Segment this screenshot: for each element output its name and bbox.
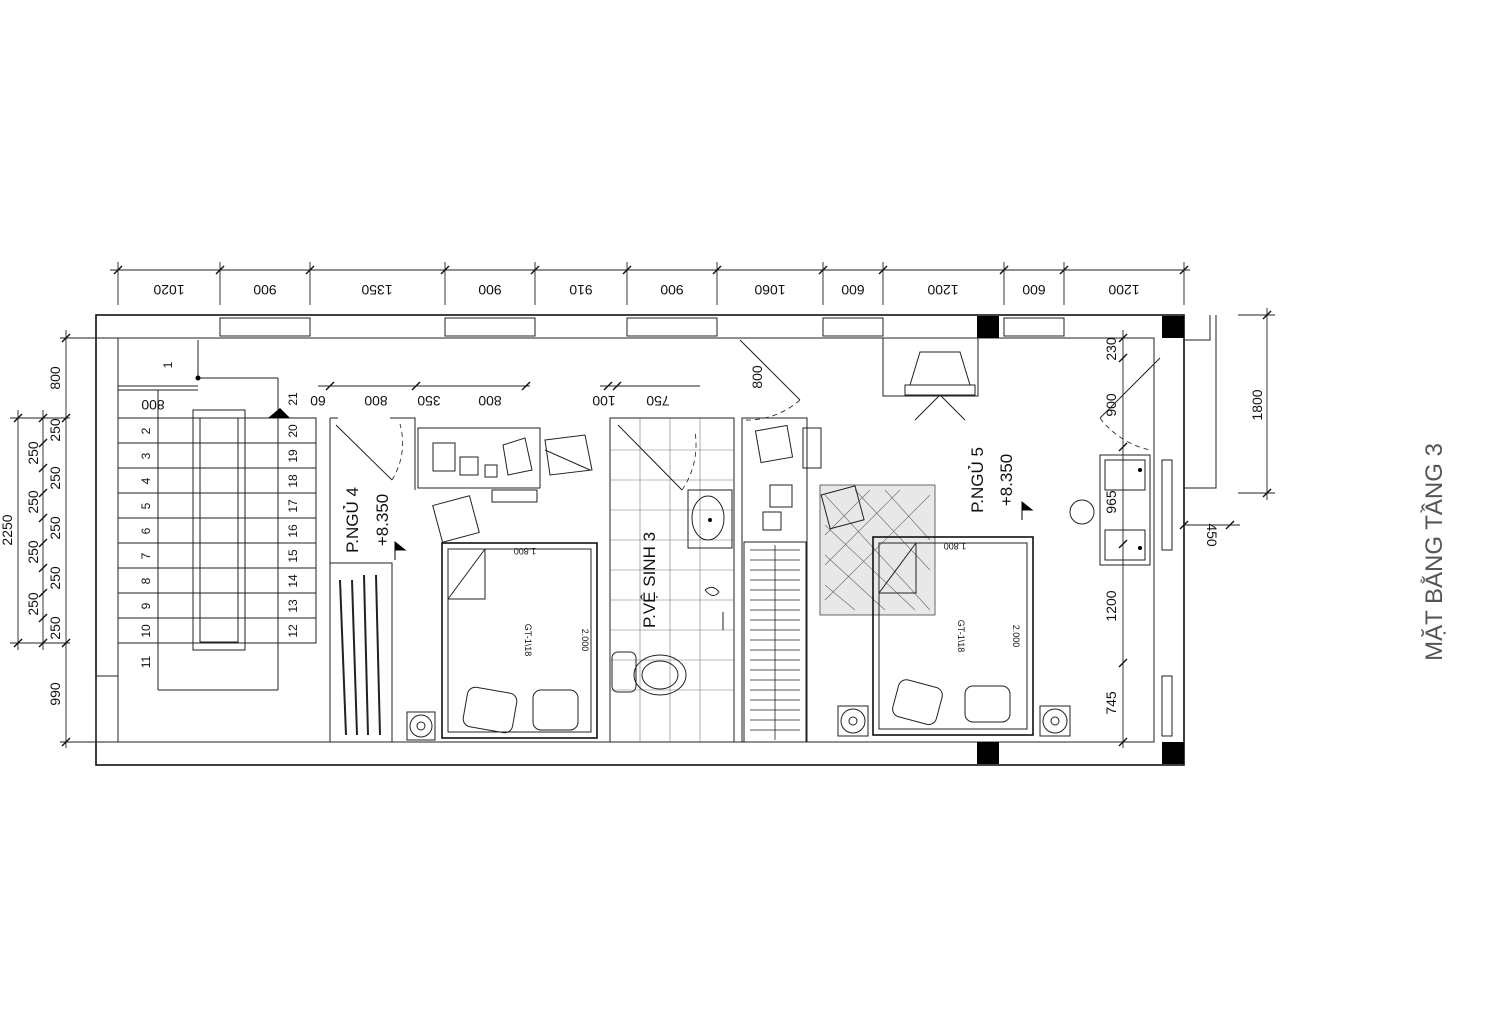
dim-right-1800: 1800 <box>1249 389 1265 420</box>
step-6: 6 <box>139 527 153 534</box>
right-dimension-chains <box>1118 308 1275 748</box>
step-5: 5 <box>139 502 153 509</box>
dim-right-1200: 1200 <box>1103 590 1119 621</box>
dim-top-4: 900 <box>478 282 502 298</box>
dim-top-3: 1350 <box>361 282 392 298</box>
dim-left-total: 2250 <box>0 514 15 545</box>
step-14: 14 <box>286 574 300 588</box>
dim-top-8: 600 <box>841 282 865 298</box>
dim-top-1: 1020 <box>153 282 184 298</box>
bedroom-5-level: +8.350 <box>997 454 1016 506</box>
dim-interior-750: 750 <box>646 393 670 409</box>
dim-left-step-6: 250 <box>47 466 63 490</box>
left-dimension-chains <box>10 330 118 748</box>
step-12: 12 <box>286 624 300 638</box>
left-dimension-labels: 2250 250 250 250 250 250 250 250 250 250… <box>0 366 63 706</box>
dim-right-230: 230 <box>1103 337 1119 361</box>
step-17: 17 <box>286 499 300 513</box>
dim-left-step-4: 250 <box>25 592 41 616</box>
interior-dimension-chain: 60 800 350 800 100 750 <box>310 381 700 409</box>
dim-interior-60: 60 <box>310 393 326 409</box>
bed-right-width: 1.800 <box>944 541 967 551</box>
bedroom-5-name: P.NGỦ 5 <box>968 447 987 513</box>
step-15: 15 <box>286 549 300 563</box>
dim-left-step-7: 250 <box>47 516 63 540</box>
staircase: 800 1 <box>95 340 317 743</box>
step-11: 11 <box>139 655 153 668</box>
dim-left-step-5: 250 <box>47 418 63 442</box>
dim-top-11: 1200 <box>1108 282 1139 298</box>
step-16: 16 <box>286 524 300 538</box>
dim-interior-800a: 800 <box>364 393 388 409</box>
dim-interior-100: 100 <box>592 393 616 409</box>
stair-step-numbers: 2 3 4 5 6 7 8 9 10 11 21 20 19 18 17 16 … <box>139 392 300 668</box>
bed-left-tag: GT-1\18 <box>523 624 533 657</box>
corridor-door: 800 <box>739 339 801 421</box>
dim-interior-800b: 800 <box>478 393 502 409</box>
dim-top-6: 900 <box>660 282 684 298</box>
step-13: 13 <box>286 599 300 613</box>
top-dimension-labels: 1020 900 1350 900 910 900 1060 600 1200 … <box>153 282 1139 298</box>
bed-right-tag: GT-1\18 <box>956 620 966 653</box>
bathroom-name: P.VỆ SINH 3 <box>640 532 659 628</box>
step-3: 3 <box>139 452 153 459</box>
step-21: 21 <box>286 392 300 406</box>
structural-columns <box>977 316 1184 764</box>
level-marker-icon <box>1021 500 1034 520</box>
bed-left <box>441 542 598 739</box>
step-10: 10 <box>139 624 153 638</box>
dim-left-step-2: 250 <box>25 490 41 514</box>
wardrobe <box>329 562 393 743</box>
dim-left-800: 800 <box>47 366 63 390</box>
stair-label: 1 <box>161 361 175 368</box>
step-2: 2 <box>139 427 153 434</box>
dim-left-step-1: 250 <box>25 441 41 465</box>
bedroom-4-name: P.NGỦ 4 <box>343 487 362 553</box>
door-leaf <box>335 424 393 481</box>
dim-top-2: 900 <box>253 282 277 298</box>
bathroom-3 <box>609 417 735 743</box>
bedroom-4-level: +8.350 <box>373 494 392 546</box>
dim-stair-800: 800 <box>141 397 165 413</box>
bed-left-width: 1.800 <box>514 546 537 556</box>
dim-left-step-9: 250 <box>47 616 63 640</box>
step-19: 19 <box>286 449 300 463</box>
bedroom-4: 1.800 2.000 GT-1\18 <box>329 417 598 743</box>
bedroom-5: 1.800 2.000 GT-1\18 <box>741 337 1173 743</box>
dim-left-step-3: 250 <box>25 540 41 564</box>
dim-top-9: 1200 <box>927 282 958 298</box>
dim-top-10: 600 <box>1022 282 1046 298</box>
dim-door-800: 800 <box>749 365 765 389</box>
top-windows <box>219 317 1065 337</box>
bed-right-length: 2.000 <box>1011 625 1021 648</box>
step-8: 8 <box>139 577 153 584</box>
top-dimension-chain <box>110 262 1190 305</box>
dim-right-965: 965 <box>1103 490 1119 514</box>
dim-right-745: 745 <box>1103 691 1119 715</box>
step-9: 9 <box>139 602 153 609</box>
dim-top-7: 1060 <box>754 282 785 298</box>
level-marker-icon <box>394 540 407 560</box>
bed-left-length: 2.000 <box>580 629 590 652</box>
wardrobe-right <box>743 541 807 743</box>
stair-arrow-icon <box>268 408 290 418</box>
step-20: 20 <box>286 424 300 438</box>
dim-interior-350: 350 <box>417 393 441 409</box>
dim-top-5: 910 <box>569 282 593 298</box>
desk-chair <box>432 495 480 543</box>
step-4: 4 <box>139 477 153 484</box>
drawing-title: MẶT BẰNG TẦNG 3 <box>1420 443 1448 661</box>
desk <box>417 427 541 489</box>
dim-left-step-8: 250 <box>47 566 63 590</box>
right-wall-bump <box>1184 315 1217 526</box>
step-7: 7 <box>139 552 153 559</box>
outer-wall <box>95 314 1185 766</box>
bed-right <box>872 536 1034 736</box>
step-18: 18 <box>286 474 300 488</box>
dim-right-450: 450 <box>1204 523 1220 547</box>
dim-left-990: 990 <box>47 682 63 706</box>
